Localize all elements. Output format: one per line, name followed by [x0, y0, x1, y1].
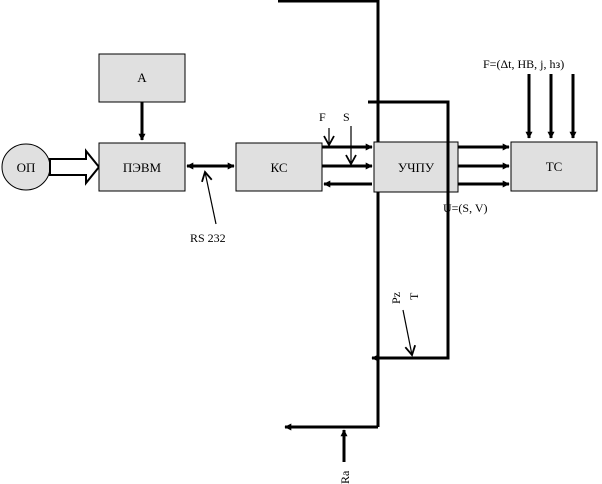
label-u-params: U=(S, V): [443, 201, 488, 215]
label-s: S: [343, 110, 350, 124]
block-pevm-label: ПЭВМ: [123, 160, 162, 175]
block-op: ОП: [1, 143, 51, 191]
pointer-pz-t: [402, 309, 416, 357]
block-ts-label: ТС: [546, 159, 563, 174]
block-ks-label: КС: [270, 160, 287, 175]
label-f: F: [319, 110, 326, 124]
rs232-pointer: [201, 170, 217, 225]
block-pevm: ПЭВМ: [98, 142, 186, 192]
block-ks: КС: [235, 142, 323, 192]
machine-frame: [278, 0, 380, 431]
label-t: T: [407, 292, 421, 300]
block-a: А: [98, 53, 186, 103]
label-ra: Ra: [338, 470, 352, 484]
hollow-arrow-op-to-pevm: [49, 148, 101, 186]
feedback-loop: [368, 100, 450, 362]
rs232-label: RS 232: [190, 231, 226, 245]
block-op-label: ОП: [17, 160, 36, 175]
block-a-label: А: [137, 70, 147, 85]
label-pz: Pz: [389, 292, 403, 304]
label-f-params: F=(Δt, HB, j, hз): [483, 57, 564, 71]
block-uchpu: УЧПУ: [373, 141, 459, 193]
block-ts: ТС: [510, 141, 598, 192]
block-uchpu-label: УЧПУ: [398, 160, 435, 175]
